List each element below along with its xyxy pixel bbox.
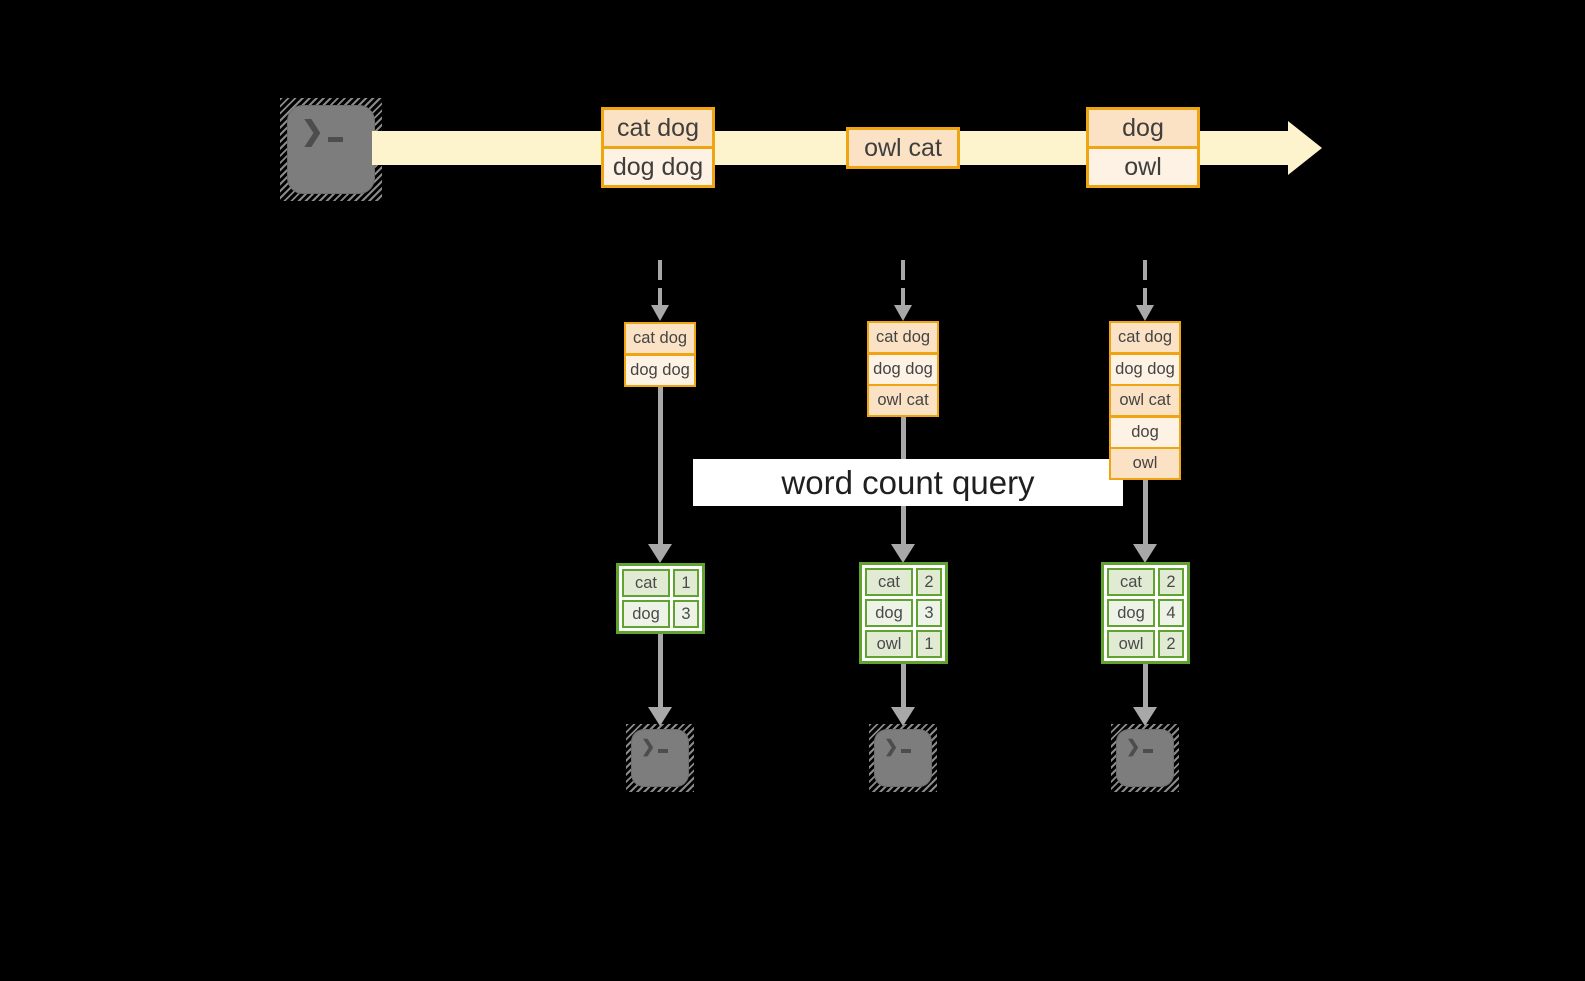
record-buffer-3: cat dog dog dog owl cat dog owl — [1109, 321, 1181, 480]
table-word-cell: dog — [1107, 599, 1155, 627]
ingest-dashed-arrow-2 — [901, 260, 905, 307]
stream-batch-2: owl cat — [846, 127, 960, 169]
wordcount-table-2: cat 2 dog 3 owl 1 — [859, 562, 948, 664]
prompt-chevron-icon: ❯ — [1126, 737, 1141, 756]
prompt-chevron-icon: ❯ — [641, 737, 656, 756]
table-word-cell: owl — [1107, 630, 1155, 658]
table-count-cell: 3 — [916, 599, 942, 627]
table-word-cell: owl — [865, 630, 913, 658]
terminal-screen: ❯ — [874, 729, 932, 787]
buffer-row: owl — [1111, 449, 1179, 478]
prompt-chevron-icon: ❯ — [301, 116, 324, 146]
buffer-row: owl cat — [1111, 386, 1179, 415]
prompt-chevron-icon: ❯ — [884, 737, 899, 756]
terminal-screen: ❯ — [1116, 729, 1174, 787]
stream-arrowhead-icon — [1288, 121, 1322, 175]
output-terminal-icon-3: ❯ — [1111, 724, 1179, 792]
query-arrow-1 — [658, 386, 663, 546]
buffer-row: dog dog — [626, 355, 694, 385]
record-buffer-1: cat dog dog dog — [624, 322, 696, 387]
terminal-prompt-icon: ❯ — [884, 737, 912, 756]
stream-record: owl — [1089, 149, 1197, 185]
prompt-cursor-icon — [658, 749, 669, 753]
ingest-arrowhead-icon — [651, 305, 669, 321]
table-word-cell: cat — [622, 569, 670, 597]
table-word-cell: cat — [1107, 568, 1155, 596]
buffer-row: dog dog — [1111, 354, 1179, 384]
query-arrowhead-icon — [891, 544, 915, 563]
output-arrow-2 — [901, 663, 906, 709]
record-buffer-2: cat dog dog dog owl cat — [867, 321, 939, 417]
terminal-prompt-icon: ❯ — [301, 118, 343, 145]
ingest-dashed-arrow-3 — [1143, 260, 1147, 307]
table-count-cell: 2 — [1158, 630, 1184, 658]
wordcount-table-3: cat 2 dog 4 owl 2 — [1101, 562, 1190, 664]
table-word-cell: dog — [622, 600, 670, 628]
buffer-row: dog dog — [869, 354, 937, 384]
buffer-row: cat dog — [626, 324, 694, 353]
output-terminal-icon-1: ❯ — [626, 724, 694, 792]
output-arrowhead-icon — [648, 707, 672, 726]
table-count-cell: 4 — [1158, 599, 1184, 627]
output-arrowhead-icon — [891, 707, 915, 726]
stream-batch-3: dog owl — [1086, 107, 1200, 188]
ingest-arrowhead-icon — [894, 305, 912, 321]
query-arrowhead-icon — [648, 544, 672, 563]
ingest-arrowhead-icon — [1136, 305, 1154, 321]
table-count-cell: 3 — [673, 600, 699, 628]
table-count-cell: 1 — [673, 569, 699, 597]
query-label: word count query — [693, 459, 1123, 506]
stream-record: dog — [1089, 110, 1197, 146]
stream-record: dog dog — [604, 149, 712, 185]
table-count-cell: 2 — [916, 568, 942, 596]
source-terminal-icon: ❯ — [280, 98, 382, 201]
prompt-cursor-icon — [327, 137, 343, 142]
query-arrowhead-icon — [1133, 544, 1157, 563]
terminal-screen: ❯ — [287, 105, 375, 194]
buffer-row: cat dog — [1111, 323, 1179, 352]
terminal-prompt-icon: ❯ — [1126, 737, 1154, 756]
output-terminal-icon-2: ❯ — [869, 724, 937, 792]
table-count-cell: 1 — [916, 630, 942, 658]
prompt-cursor-icon — [1143, 749, 1154, 753]
query-arrow-3 — [1143, 480, 1148, 546]
table-word-cell: cat — [865, 568, 913, 596]
table-count-cell: 2 — [1158, 568, 1184, 596]
terminal-prompt-icon: ❯ — [641, 737, 669, 756]
buffer-row: owl cat — [869, 386, 937, 415]
table-word-cell: dog — [865, 599, 913, 627]
output-arrow-3 — [1143, 663, 1148, 709]
wordcount-table-1: cat 1 dog 3 — [616, 563, 705, 634]
terminal-screen: ❯ — [631, 729, 689, 787]
stream-record: cat dog — [604, 110, 712, 146]
buffer-row: cat dog — [869, 323, 937, 352]
buffer-row: dog — [1111, 417, 1179, 447]
prompt-cursor-icon — [901, 749, 912, 753]
output-arrow-1 — [658, 633, 663, 709]
ingest-dashed-arrow-1 — [658, 260, 662, 307]
stream-record: owl cat — [849, 130, 957, 166]
output-arrowhead-icon — [1133, 707, 1157, 726]
stream-batch-1: cat dog dog dog — [601, 107, 715, 188]
